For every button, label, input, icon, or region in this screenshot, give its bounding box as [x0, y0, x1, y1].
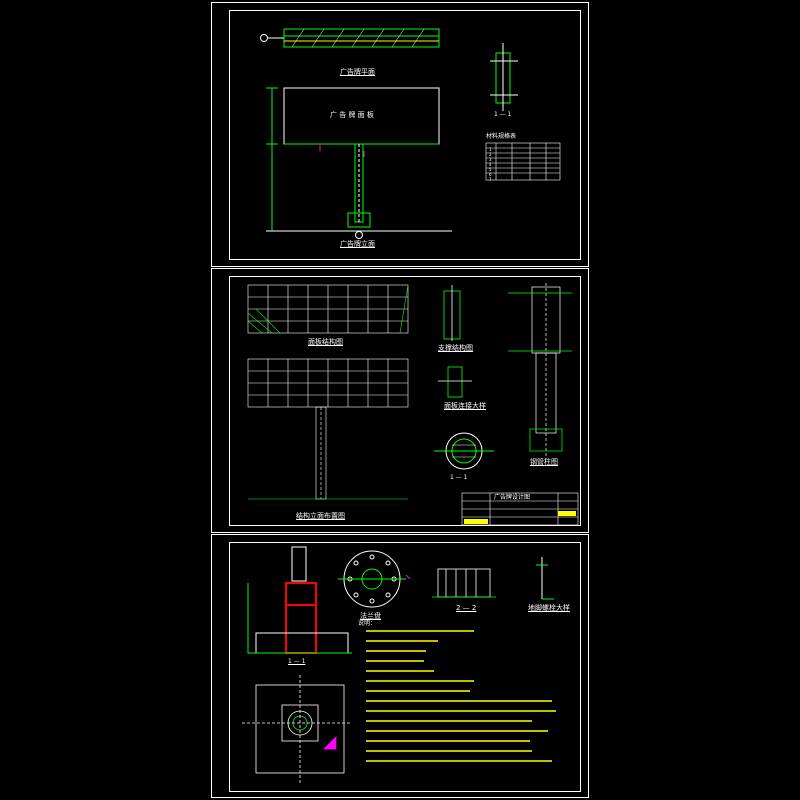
plan-view-title: 广告牌平面 — [340, 68, 375, 76]
panel-frame-grid — [247, 284, 409, 334]
support-detail — [443, 285, 461, 341]
column-section-1-1 — [434, 432, 494, 470]
material-table-title: 材料规格表 — [486, 133, 517, 140]
section-1-1-detail — [490, 43, 518, 111]
section-2-2-label: 2 — 2 — [456, 604, 477, 612]
material-table-cell: 4 — [489, 162, 492, 167]
material-table-cell: 6 — [489, 172, 492, 177]
material-table-cell: 3 — [489, 157, 492, 162]
section-1-1-label: 1 — 1 — [494, 111, 512, 118]
sheet-2-inner-frame — [229, 276, 581, 526]
axis-marker — [260, 34, 268, 42]
billboard-elevation — [266, 87, 452, 232]
connection-detail-title: 面板连接大样 — [444, 402, 486, 410]
foundation-section — [247, 546, 352, 654]
elevation-view-title: 广告牌立面 — [340, 240, 375, 248]
sheet-1-inner-frame — [229, 10, 581, 260]
section-2-2 — [432, 568, 496, 598]
flange-plate — [338, 550, 411, 608]
structure-elevation-title: 结构立面布置图 — [296, 512, 345, 520]
notes-lines — [366, 630, 556, 762]
panel-frame-title: 面板结构图 — [308, 338, 343, 346]
anchor-bolt-title: 地脚螺栓大样 — [528, 604, 570, 612]
section-1-1-label: 1 — 1 — [450, 474, 468, 481]
anchor-bolt-detail — [536, 557, 554, 600]
sheet-3-drawing — [242, 546, 556, 783]
column-title: 钢管柱图 — [530, 458, 558, 466]
flange-title: 法兰盘 — [360, 612, 381, 620]
title-block — [461, 492, 579, 526]
connection-detail — [438, 366, 472, 398]
column-elevation — [508, 283, 572, 459]
material-table-cell: 2 — [489, 152, 492, 157]
sheet-3-inner-frame — [229, 542, 581, 792]
drawing-sheet-2: 面板结构图 支撑结构图 面板连接大样 钢管柱图 1 — 1 结构立面布置图 广告… — [211, 268, 589, 533]
drawing-sheet-3: 1 — 1 法兰盘 2 — 2 地脚螺栓大样 说明： — [211, 534, 589, 798]
title-block-name: 广告牌设计图 — [494, 494, 531, 501]
billboard-plan-view — [283, 28, 440, 48]
structure-elevation — [247, 358, 409, 500]
foundation-section-label: 1 — 1 — [288, 658, 306, 665]
notes-title: 说明： — [358, 620, 377, 627]
material-table-cell: 7 — [489, 177, 492, 182]
support-detail-title: 支撑结构图 — [438, 344, 473, 352]
board-face-text: 广 告 牌 面 板 — [330, 111, 374, 119]
material-table-cell: 5 — [489, 167, 492, 172]
column-axis-marker — [355, 231, 363, 239]
sheet-2-drawing — [247, 283, 579, 526]
material-table-cell: 1 — [489, 147, 492, 152]
material-table — [485, 142, 561, 181]
foundation-plan — [242, 675, 352, 783]
